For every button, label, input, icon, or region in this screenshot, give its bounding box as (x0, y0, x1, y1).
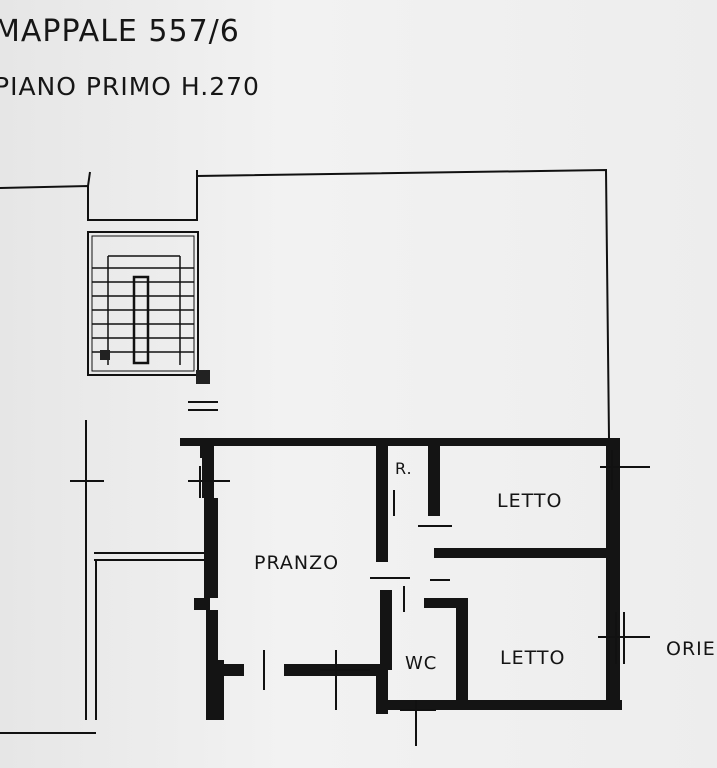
floor-subtitle: PIANO PRIMO H.270 (0, 72, 260, 101)
room-label-pranzo: PRANZO (254, 552, 339, 574)
openings (188, 450, 650, 746)
staircase (87, 231, 210, 384)
orientation-label: ORIE (666, 638, 716, 660)
parcel-title: MAPPALE 557/6 (0, 14, 240, 49)
room-label-letto-bottom: LETTO (500, 647, 565, 669)
room-label-ripostiglio: R. (395, 459, 413, 478)
room-label-letto-top: LETTO (497, 490, 562, 512)
outer-outline (0, 168, 610, 439)
corridor-lines (0, 401, 218, 734)
room-label-wc: WC (405, 653, 437, 674)
